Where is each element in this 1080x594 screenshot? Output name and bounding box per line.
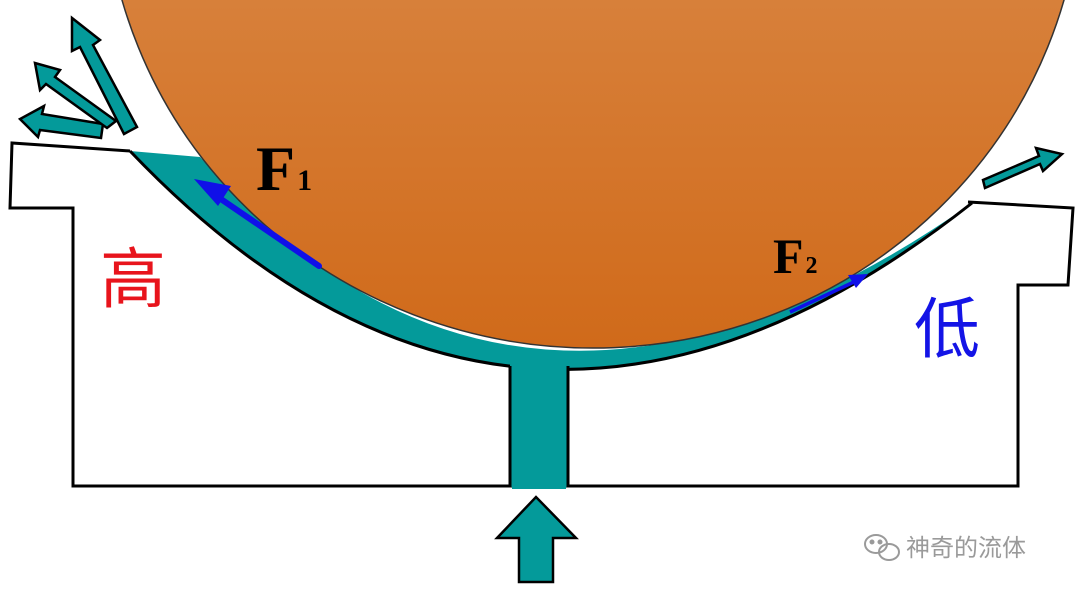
- feed-channel: [510, 356, 568, 487]
- force-label-f2: F2: [773, 228, 818, 284]
- watermark-text: 神奇的流体: [906, 534, 1026, 562]
- leak-arrow-icon: [70, 15, 139, 136]
- inflow-arrow-icon: [494, 495, 579, 584]
- leak-arrow-icon: [33, 61, 119, 130]
- force-label-f1: F1: [256, 133, 312, 204]
- leak-arrows-left: [17, 15, 139, 140]
- low-pressure-label: 低: [914, 291, 980, 368]
- leak-arrow-icon: [17, 103, 105, 140]
- high-pressure-label: 高: [100, 241, 166, 318]
- ball: [121, 0, 1065, 349]
- watermark: 神奇的流体: [864, 534, 1026, 562]
- wechat-icon: [864, 534, 900, 561]
- force-arrow-f1: [194, 179, 322, 269]
- leak-arrow-right-icon: [981, 146, 1065, 190]
- force-arrow-f2: [789, 274, 868, 314]
